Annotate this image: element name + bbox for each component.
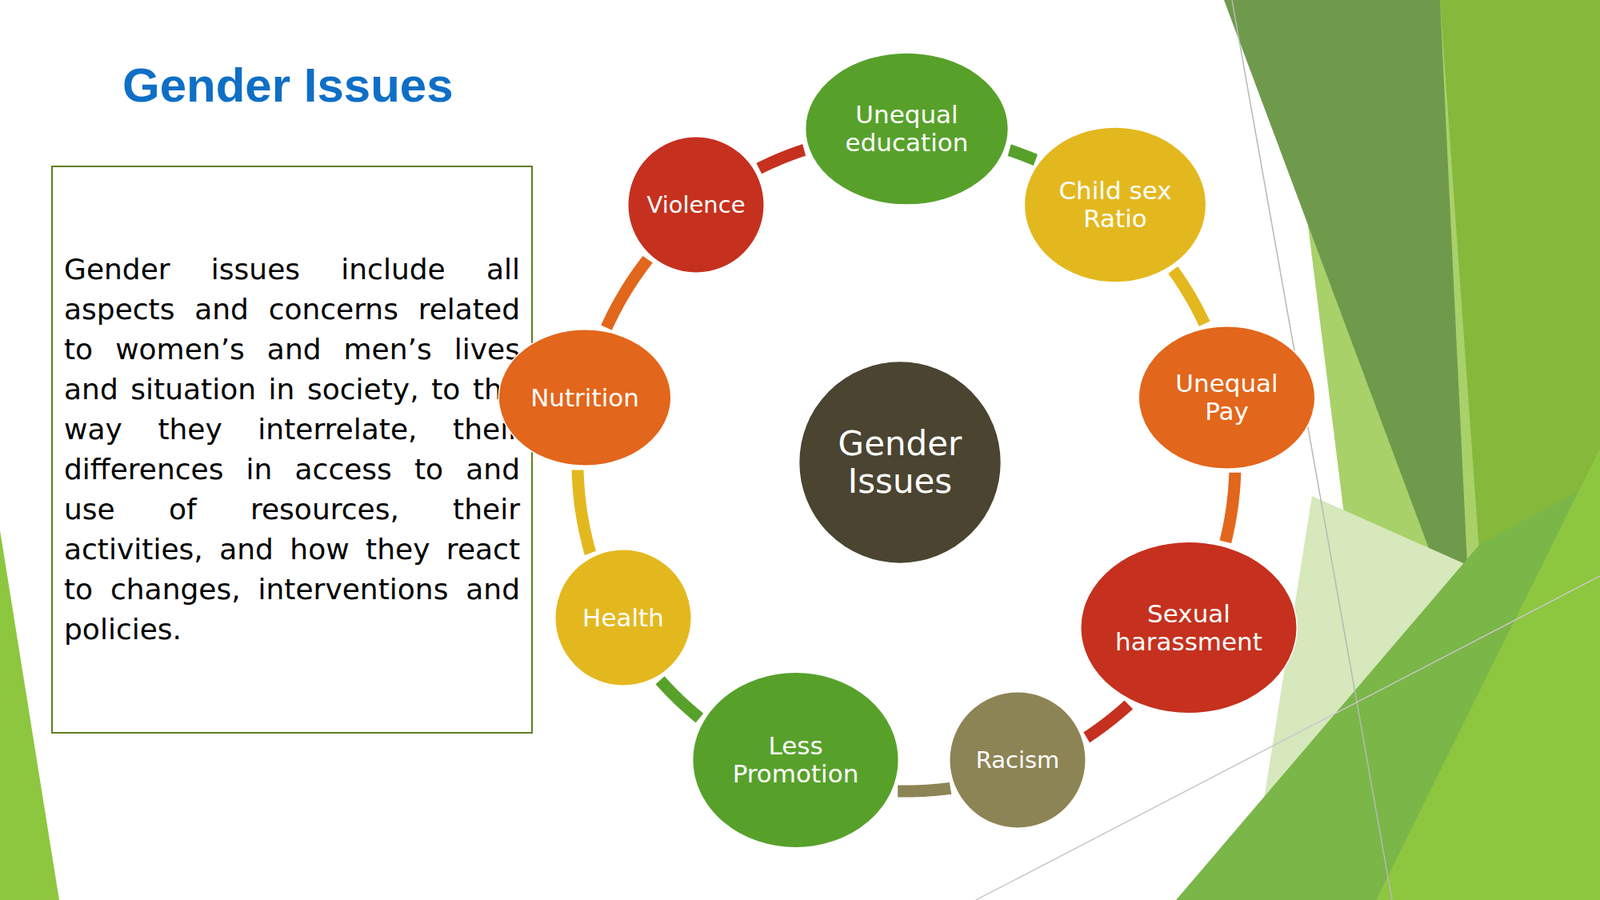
ring-segment bbox=[660, 680, 700, 718]
text-stack: Gender Issues bbox=[820, 424, 980, 500]
circle-fill bbox=[1024, 127, 1206, 283]
ring-segment bbox=[577, 469, 591, 553]
ring-segment bbox=[1086, 704, 1129, 738]
text-box: Gender issues include all aspects and co… bbox=[51, 165, 533, 734]
circle-fill bbox=[1138, 326, 1316, 469]
text-stack: Gender issues include all aspects and co… bbox=[64, 249, 520, 650]
center-label: Gender Issues bbox=[820, 424, 980, 500]
issue-circle: Unequal education bbox=[803, 51, 1011, 207]
text-stack: Unequal Pay bbox=[1159, 369, 1296, 425]
issue-circle: Health bbox=[553, 548, 693, 688]
ring-segment bbox=[1009, 150, 1036, 160]
issue-label: Less Promotion bbox=[712, 732, 880, 788]
text-stack: Unequal education bbox=[827, 100, 988, 156]
circle-fill bbox=[805, 52, 1009, 205]
ring-segment bbox=[606, 259, 648, 328]
issue-label: Nutrition bbox=[530, 384, 640, 412]
issue-label: Health bbox=[582, 604, 664, 632]
issue-circle: Violence bbox=[626, 135, 766, 275]
description-text: Gender issues include all aspects and co… bbox=[64, 249, 520, 650]
issue-label: Child sex Ratio bbox=[1043, 176, 1188, 232]
issue-circle: Child sex Ratio bbox=[1022, 125, 1208, 284]
right-band bbox=[1376, 448, 1600, 900]
text-stack: Sexual harassment bbox=[1100, 600, 1277, 656]
left-triangle bbox=[0, 530, 60, 900]
circle-fill bbox=[628, 136, 765, 274]
issue-label: Unequal Pay bbox=[1159, 369, 1296, 425]
issue-circle: Racism bbox=[948, 690, 1088, 830]
center-circle: Gender Issues bbox=[796, 359, 1004, 566]
issue-label: Unequal education bbox=[827, 100, 988, 156]
ring-segment bbox=[1225, 472, 1236, 542]
issue-label: Sexual harassment bbox=[1100, 600, 1277, 656]
issue-label: Racism bbox=[976, 747, 1060, 773]
text-stack: Child sex Ratio bbox=[1043, 176, 1188, 232]
issue-label: Violence bbox=[646, 192, 745, 218]
circle-fill bbox=[692, 672, 900, 848]
circle-fill bbox=[498, 329, 672, 467]
issue-circle: Less Promotion bbox=[690, 670, 901, 850]
circle-fill bbox=[555, 549, 692, 687]
ring-segment bbox=[897, 788, 951, 792]
circle-fill bbox=[799, 361, 1002, 564]
circle-fill bbox=[949, 692, 1087, 829]
text-stack: Racism bbox=[976, 747, 1060, 773]
issue-circle: Unequal Pay bbox=[1136, 324, 1317, 471]
ring-segment bbox=[1172, 270, 1204, 324]
slide-title: Gender Issues bbox=[122, 57, 454, 113]
text-stack: Less Promotion bbox=[712, 732, 880, 788]
text-stack: Nutrition bbox=[530, 384, 640, 412]
text-stack: Health bbox=[582, 604, 664, 632]
issue-circle: Nutrition bbox=[496, 328, 673, 468]
text-stack: Violence bbox=[646, 192, 745, 218]
issue-circle: Sexual harassment bbox=[1078, 540, 1300, 716]
circle-fill bbox=[1080, 541, 1297, 714]
ring-segment bbox=[759, 149, 804, 168]
